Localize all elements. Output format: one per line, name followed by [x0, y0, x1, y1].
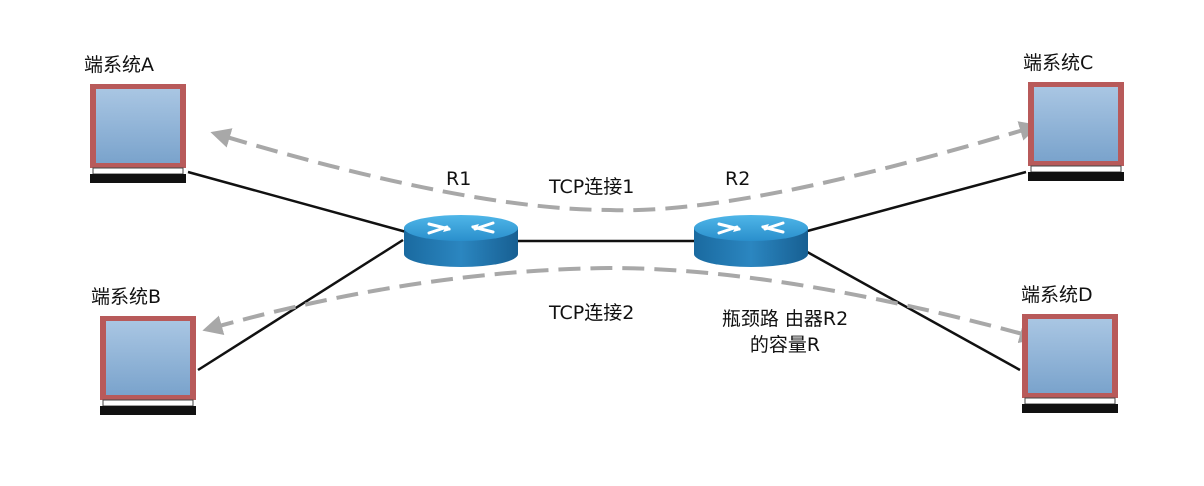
end-system-c-label: 端系统C	[1023, 52, 1094, 74]
bottleneck-label-line2: 的容量R	[749, 334, 821, 356]
link-r2-d	[799, 246, 1021, 372]
link-b-r1	[197, 238, 404, 372]
monitor-end-system-d	[1021, 313, 1119, 414]
tcp1-flow-arrow	[210, 121, 1040, 213]
link-a-r1	[187, 170, 411, 235]
router-r2-label: R2	[725, 168, 751, 190]
router-r1-label: R1	[446, 168, 472, 190]
router-r1	[402, 213, 520, 269]
tcp-connection-2-label: TCP连接2	[549, 302, 635, 324]
monitor-end-system-b	[99, 315, 197, 416]
monitor-end-system-c	[1027, 81, 1125, 182]
tcp2-flow-arrow	[202, 265, 1040, 344]
end-system-d-label: 端系统D	[1021, 284, 1093, 306]
monitor-end-system-a	[89, 83, 187, 184]
end-system-a-label: 端系统A	[84, 54, 154, 76]
router-r2	[692, 213, 810, 269]
bottleneck-label: 瓶颈路 由器R2 的容量R	[690, 306, 880, 358]
link-r2-c	[799, 170, 1027, 235]
end-system-b-label: 端系统B	[91, 286, 162, 308]
tcp-connection-1-label: TCP连接1	[549, 176, 635, 198]
bottleneck-label-line1: 瓶颈路 由器R2	[721, 308, 849, 330]
